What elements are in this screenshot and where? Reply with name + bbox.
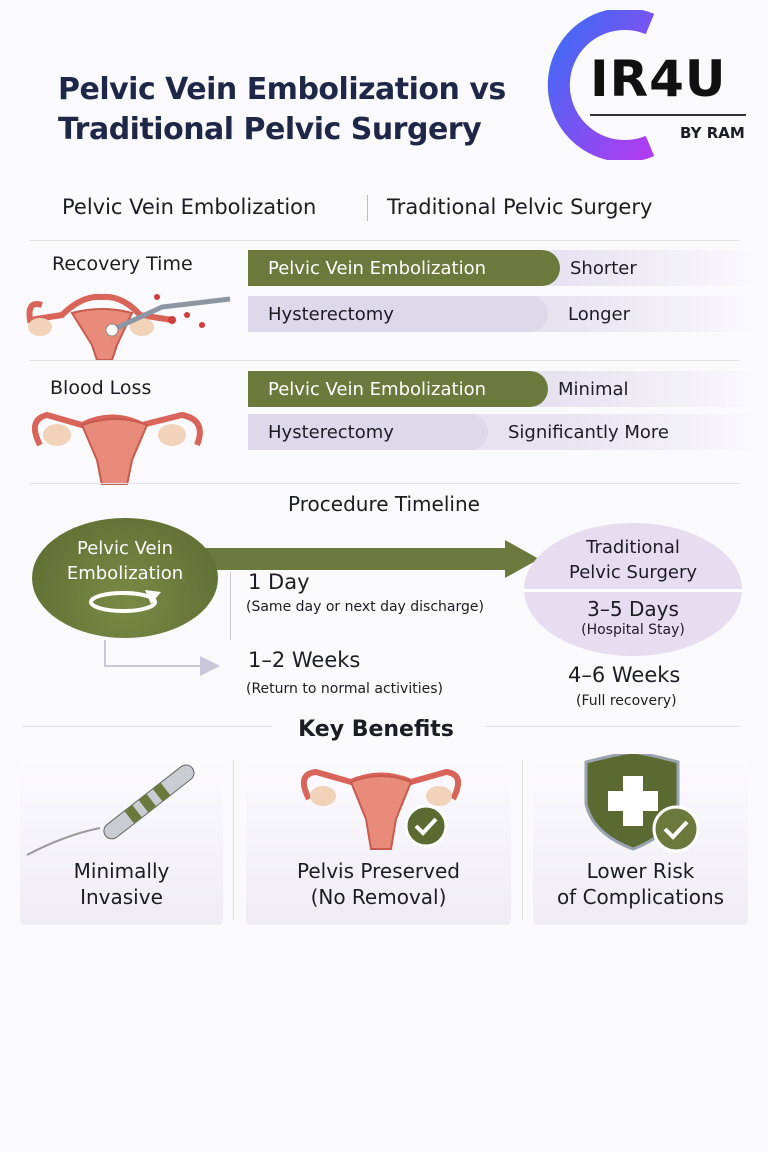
shield-check-icon <box>584 754 700 853</box>
traditional-timeline-bubble: Traditional Pelvic Surgery 3–5 Days (Hos… <box>524 523 742 656</box>
trad-days: 3–5 Days <box>587 597 679 621</box>
timeline-vline <box>230 572 231 640</box>
trad-bubble-line-1: Traditional <box>586 537 680 558</box>
pve-bubble-line-1: Pelvic Vein <box>77 538 173 559</box>
pve-value: Minimal <box>558 378 629 400</box>
column-header-left: Pelvic Vein Embolization <box>62 195 317 219</box>
row-label-blood-loss: Blood Loss <box>50 377 152 399</box>
header-separator <box>367 195 368 221</box>
pve-value: Shorter <box>570 257 637 279</box>
benefit-line-2: Invasive <box>80 885 163 909</box>
cycle-arrow-icon <box>89 590 161 613</box>
benefit-card-minimally-invasive: Minimally Invasive <box>20 760 223 925</box>
hyst-label: Hysterectomy <box>248 296 548 332</box>
row-label-recovery: Recovery Time <box>52 253 193 275</box>
connector-line <box>104 665 204 667</box>
uterus-icon <box>31 411 203 485</box>
trad-weeks: 4–6 Weeks <box>568 663 681 687</box>
title-line-2: Traditional Pelvic Surgery <box>58 112 482 147</box>
connector-line <box>104 640 106 666</box>
pve-day-note: (Same day or next day discharge) <box>246 599 484 615</box>
trad-days-note: (Hospital Stay) <box>581 622 685 638</box>
bubble-divider <box>524 589 742 592</box>
benefit-text: Lower Risk of Complications <box>533 858 748 910</box>
divider <box>233 760 234 920</box>
benefit-line-1: Pelvis Preserved <box>297 859 460 883</box>
column-header-right: Traditional Pelvic Surgery <box>387 195 653 219</box>
benefit-card-pelvis-preserved: Pelvis Preserved (No Removal) <box>246 760 511 925</box>
benefit-line-1: Minimally <box>73 859 170 883</box>
trad-weeks-note: (Full recovery) <box>576 693 677 709</box>
timeline-title: Procedure Timeline <box>288 492 480 516</box>
pve-label: Pelvic Vein Embolization <box>248 250 560 286</box>
hyst-label: Hysterectomy <box>248 414 488 450</box>
timeline-arrow-shaft <box>195 548 515 570</box>
divider <box>485 726 740 727</box>
pve-day: 1 Day <box>248 570 310 594</box>
logo-c-icon <box>547 8 655 162</box>
divider <box>522 760 523 920</box>
title-line-1: Pelvic Vein Embolization vs <box>58 72 506 107</box>
catheter-icon <box>26 764 195 856</box>
benefit-text: Pelvis Preserved (No Removal) <box>246 858 511 910</box>
uterus-check-icon <box>300 768 462 850</box>
divider <box>22 726 272 727</box>
pve-weeks: 1–2 Weeks <box>248 648 361 672</box>
recovery-hyst-bar: Hysterectomy Longer <box>248 296 758 332</box>
uterus-catheter-icon <box>26 293 231 360</box>
benefit-line-2: (No Removal) <box>310 885 447 909</box>
pve-label: Pelvic Vein Embolization <box>248 371 548 407</box>
benefits-title: Key Benefits <box>298 717 454 742</box>
benefit-line-2: of Complications <box>556 885 725 909</box>
blood-hyst-bar: Hysterectomy Significantly More <box>248 414 758 450</box>
blood-pve-bar: Pelvic Vein Embolization Minimal <box>248 371 758 407</box>
pve-timeline-bubble: Pelvic Vein Embolization <box>32 518 218 638</box>
connector-arrow-icon <box>200 656 220 676</box>
logo-subtext: BY RAM <box>680 124 745 142</box>
trad-bubble-line-2: Pelvic Surgery <box>568 562 698 583</box>
hyst-value: Significantly More <box>508 421 669 443</box>
divider <box>30 360 740 361</box>
benefit-text: Minimally Invasive <box>20 858 223 910</box>
recovery-pve-bar: Pelvic Vein Embolization Shorter <box>248 250 758 286</box>
pve-weeks-note: (Return to normal activities) <box>246 681 443 697</box>
hyst-value: Longer <box>568 303 631 325</box>
divider <box>30 240 740 241</box>
logo-text: IR4U <box>590 50 727 108</box>
divider <box>30 483 740 484</box>
benefit-card-lower-risk: Lower Risk of Complications <box>533 754 748 925</box>
benefit-line-1: Lower Risk <box>586 859 695 883</box>
logo-rule <box>590 114 746 116</box>
logo: IR4U BY RAM <box>538 8 753 162</box>
pve-bubble-line-2: Embolization <box>66 563 184 584</box>
page-title: Pelvic Vein Embolization vs Traditional … <box>58 70 506 150</box>
